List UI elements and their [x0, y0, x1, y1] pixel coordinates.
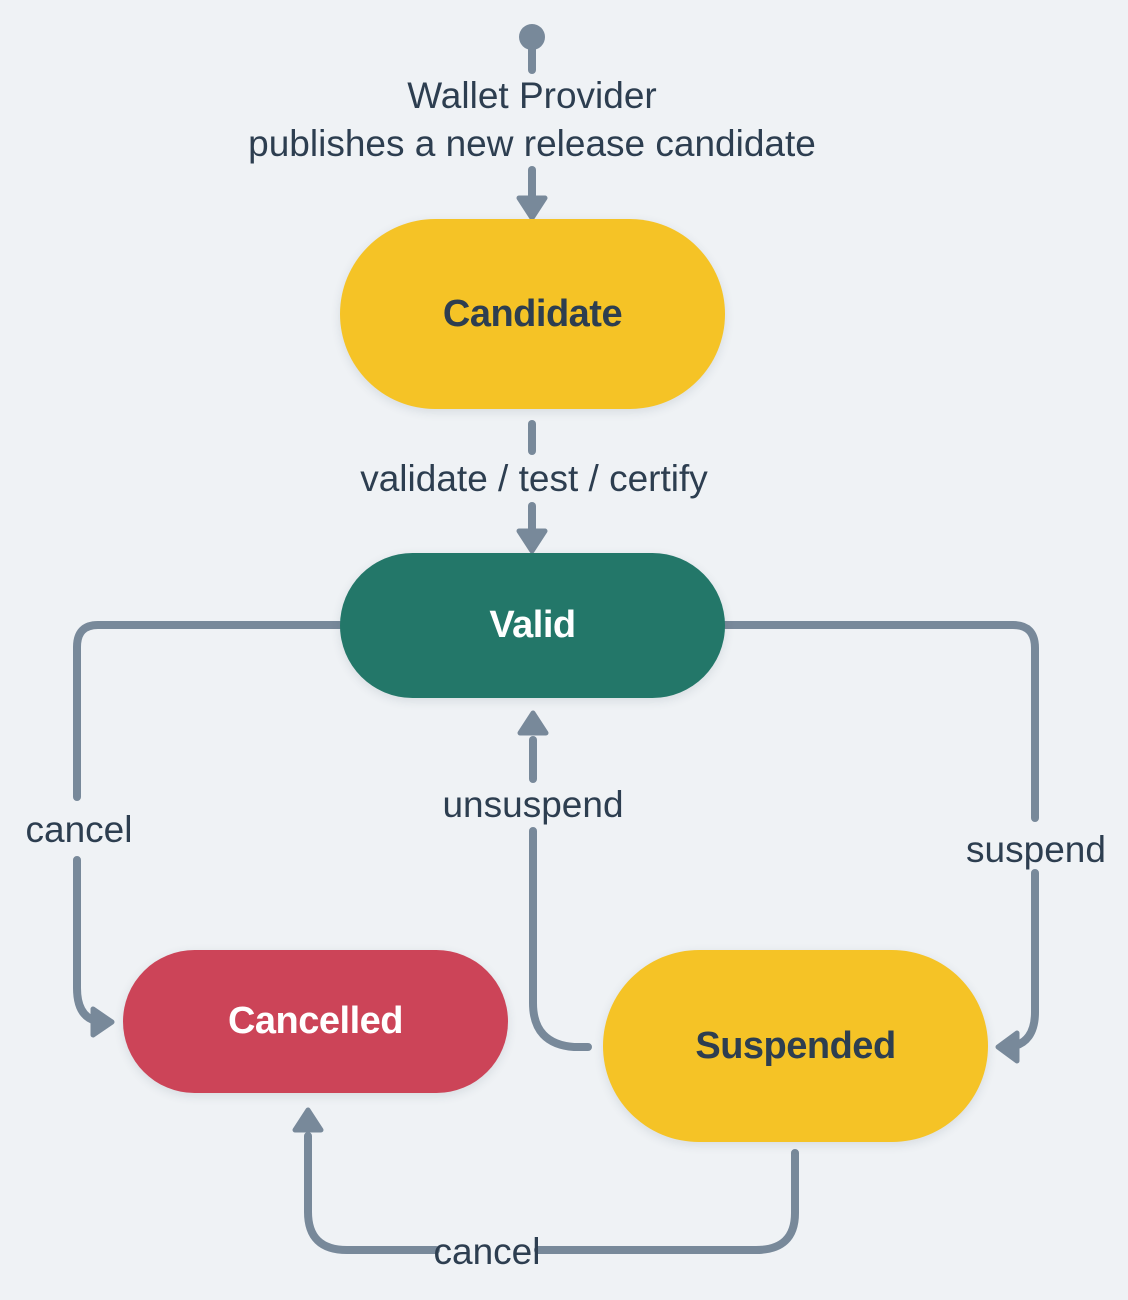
state-node-valid: Valid — [340, 553, 725, 698]
start-state-icon — [519, 24, 545, 50]
edge-suspend-line-b — [1006, 869, 1039, 1051]
state-label-cancelled: Cancelled — [227, 1000, 404, 1042]
start-caption: Wallet Provider publishes a new release … — [248, 72, 816, 168]
arrowhead-left-into-suspended-icon — [995, 1030, 1020, 1064]
edge-cancel-bottom-line-a — [534, 1149, 799, 1254]
edge-label-validate: validate / test / certify — [360, 458, 708, 499]
state-node-cancelled: Cancelled — [123, 950, 508, 1093]
edge-suspend-line-a — [720, 621, 1039, 822]
state-label-candidate: Candidate — [442, 292, 623, 335]
start-caption-line1: Wallet Provider — [407, 75, 657, 116]
arrowheads — [90, 195, 1020, 1133]
arrowhead-right-into-cancelled-icon — [90, 1006, 115, 1038]
arrowhead-up-into-valid-icon — [517, 710, 549, 736]
arrowhead-down-into-valid-icon — [516, 528, 548, 554]
state-node-candidate: Candidate — [340, 219, 725, 409]
arrowhead-down-into-candidate-icon — [516, 195, 548, 221]
edge-cancel-bottom-line-b — [304, 1132, 440, 1254]
edge-cancel-left-line-b — [73, 856, 100, 1025]
start-caption-line2: publishes a new release candidate — [248, 123, 816, 164]
edge-cancel-left-line-a — [73, 621, 344, 801]
edge-label-cancel-bottom: cancel — [433, 1231, 541, 1272]
edge-label-suspend: suspend — [966, 829, 1106, 870]
arrowhead-up-into-cancelled-icon — [292, 1107, 324, 1133]
state-label-valid: Valid — [489, 604, 576, 646]
state-node-suspended: Suspended — [603, 950, 988, 1142]
connector-lines — [73, 41, 1039, 1254]
edge-label-unsuspend: unsuspend — [442, 784, 624, 825]
edge-unsuspend-line-b — [529, 827, 592, 1051]
edge-label-cancel-left: cancel — [25, 809, 133, 850]
state-label-suspended: Suspended — [695, 1024, 896, 1067]
